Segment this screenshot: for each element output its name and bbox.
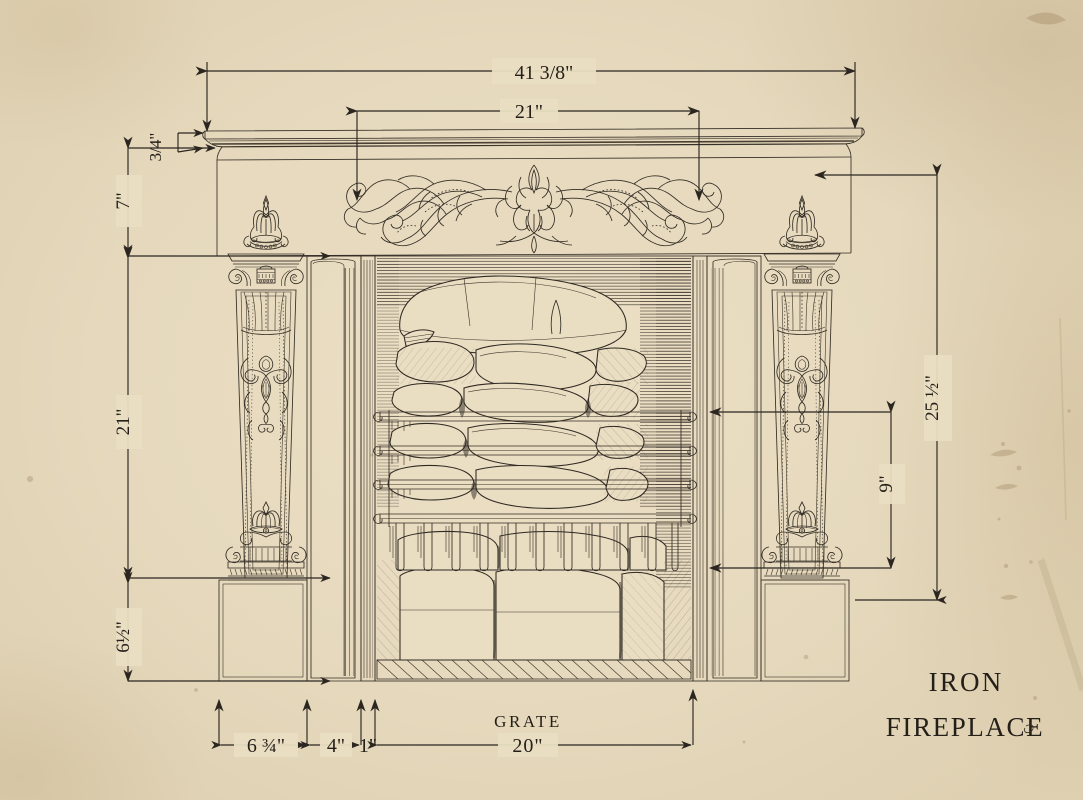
dim-frieze-height	[116, 136, 331, 261]
firebrick-masonry	[387, 275, 667, 662]
label-grate-height: 9"	[876, 475, 897, 492]
right-pilaster	[761, 195, 843, 581]
label-shelf-thickness: 3/4"	[146, 133, 165, 162]
left-plinth	[218, 579, 308, 682]
grate-fingers	[389, 523, 679, 572]
label-frieze-height: 7"	[113, 192, 134, 209]
left-pilaster	[225, 195, 307, 581]
label-opening-width: 21"	[515, 101, 543, 123]
label-pilaster-height: 21"	[113, 409, 134, 436]
left-jamb-reveal	[306, 255, 362, 682]
dim-overall-width	[195, 58, 860, 133]
dim-grate-height	[708, 400, 905, 573]
paper-foxing	[26, 12, 1071, 747]
paper-crease	[1037, 317, 1083, 692]
label-reveal-width: 1"	[359, 735, 377, 757]
right-plinth	[760, 579, 850, 682]
dim-bottom-group	[211, 688, 698, 757]
label-overall-height: 25 ½"	[922, 375, 943, 421]
dim-pilaster-height	[116, 246, 331, 583]
dim-shelf-thickness	[177, 128, 204, 154]
dim-opening-width	[345, 99, 704, 202]
label-jamb-width: 4"	[327, 735, 345, 757]
title-block: IRON FIREPLACE	[886, 667, 1044, 742]
label-overall-width: 41 3/8"	[515, 62, 574, 84]
frieze-panel	[216, 156, 852, 257]
title-line-2: FIREPLACE	[886, 712, 1044, 742]
label-plinth-width: 6 ¾"	[247, 735, 285, 757]
label-grate-width: 20"	[512, 735, 543, 757]
dim-plinth-height	[116, 571, 331, 686]
dim-overall-height	[813, 163, 952, 605]
right-jamb-reveal	[706, 255, 762, 682]
mantel-shelf	[202, 127, 865, 161]
label-plinth-height: 6½"	[113, 621, 134, 653]
label-grate: GRATE	[494, 712, 562, 731]
firebox-opening	[374, 255, 694, 682]
title-line-1: IRON	[929, 667, 1004, 697]
grate-bars	[373, 410, 697, 527]
hearth-floor	[376, 659, 692, 680]
